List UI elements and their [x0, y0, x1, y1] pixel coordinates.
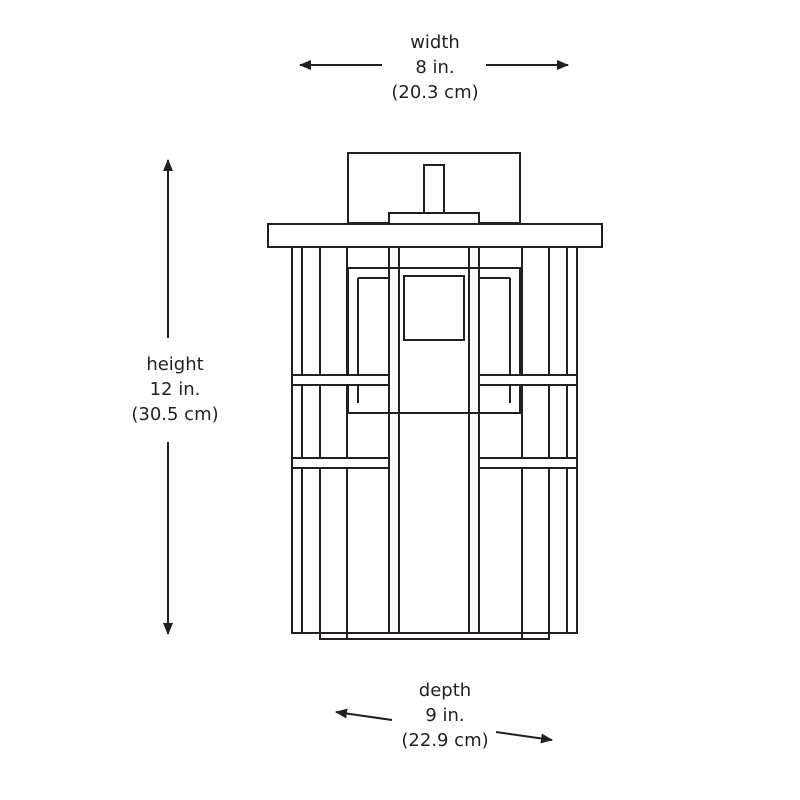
height-imperial: 12 in. — [149, 379, 201, 400]
width-label: width 8 in. (20.3 cm) — [360, 30, 510, 105]
mount-stem — [423, 164, 445, 219]
depth-metric: (22.9 cm) — [401, 730, 489, 751]
height-name: height — [146, 354, 204, 375]
lantern-roof — [267, 223, 603, 248]
cross-bars — [291, 374, 578, 469]
depth-imperial: 9 in. — [425, 705, 465, 726]
mount-bracket — [388, 212, 480, 225]
lantern-body-frame — [291, 246, 578, 634]
vertical-bars — [301, 246, 568, 640]
height-label: height 12 in. (30.5 cm) — [100, 352, 250, 427]
width-imperial: 8 in. — [415, 57, 455, 78]
depth-label: depth 9 in. (22.9 cm) — [370, 678, 520, 753]
width-name: width — [410, 32, 460, 53]
height-metric: (30.5 cm) — [131, 404, 219, 425]
width-metric: (20.3 cm) — [391, 82, 479, 103]
depth-arrow — [335, 708, 553, 744]
depth-name: depth — [418, 680, 472, 701]
center-window — [398, 267, 470, 414]
